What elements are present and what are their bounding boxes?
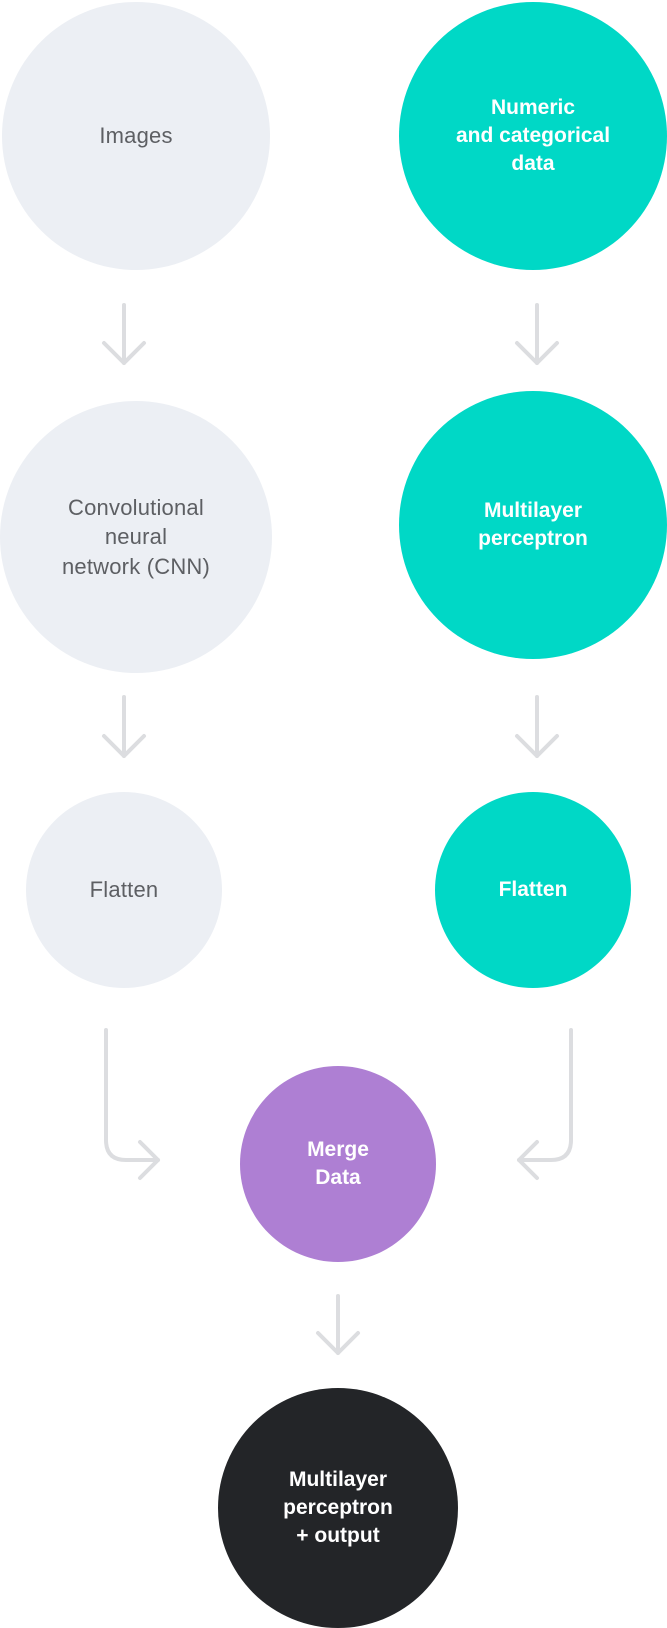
numeric-data-node: Numeric and categorical data bbox=[399, 2, 667, 270]
arrow-down-icon bbox=[515, 695, 559, 758]
arrow-down-icon bbox=[102, 303, 146, 365]
merge-data-node-label: Merge Data bbox=[307, 1138, 369, 1189]
arrow-curve-right-icon bbox=[104, 1028, 160, 1180]
images-node: Images bbox=[2, 2, 270, 270]
flatten-left-node-label: Flatten bbox=[89, 877, 159, 903]
mlp-node: Multilayer perceptron bbox=[399, 391, 667, 659]
numeric-data-node-label: Numeric and categorical data bbox=[455, 96, 611, 175]
cnn-node-label: Convolutional neural network (CNN) bbox=[61, 495, 211, 579]
cnn-node: Convolutional neural network (CNN) bbox=[0, 401, 272, 673]
arrow-down-icon bbox=[102, 695, 146, 758]
images-node-label: Images bbox=[99, 123, 173, 149]
arrow-curve-left-icon bbox=[517, 1028, 573, 1180]
arrow-down-icon bbox=[316, 1294, 360, 1355]
arrow-down-icon bbox=[515, 303, 559, 365]
flatten-left-node: Flatten bbox=[26, 792, 222, 988]
flatten-right-node: Flatten bbox=[435, 792, 631, 988]
mlp-node-label: Multilayer perceptron bbox=[478, 499, 588, 550]
output-node-label: Multilayer perceptron + output bbox=[283, 1468, 393, 1547]
merge-data-node: Merge Data bbox=[240, 1066, 436, 1262]
flatten-right-node-label: Flatten bbox=[498, 878, 568, 902]
output-node: Multilayer perceptron + output bbox=[218, 1388, 458, 1628]
